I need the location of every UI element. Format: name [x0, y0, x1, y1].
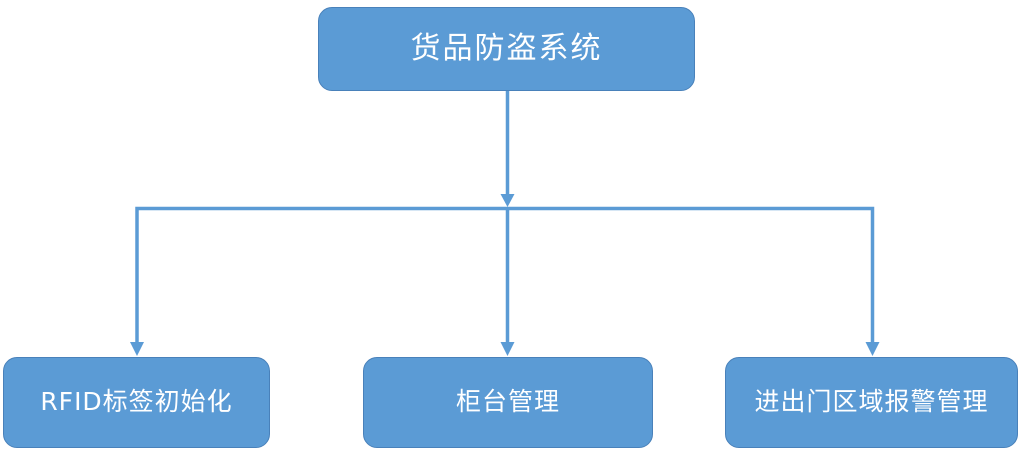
arrowhead-child-middle: [500, 342, 515, 356]
node-counter-management-label: 柜台管理: [455, 387, 560, 417]
node-rfid-tag-init-label: RFID标签初始化: [40, 387, 233, 417]
node-entry-exit-alarm-management-label: 进出门区域报警管理: [754, 387, 989, 417]
node-root: 货品防盗系统: [318, 7, 695, 91]
node-counter-management: 柜台管理: [363, 357, 653, 448]
connector-branch-bar: [135, 206, 875, 343]
node-entry-exit-alarm-management: 进出门区域报警管理: [725, 357, 1018, 448]
arrowhead-child-left: [130, 342, 144, 356]
arrowhead-root-stem: [500, 194, 515, 207]
node-root-label: 货品防盗系统: [410, 30, 603, 66]
node-rfid-tag-init: RFID标签初始化: [3, 357, 270, 448]
arrowhead-child-right: [865, 342, 880, 356]
